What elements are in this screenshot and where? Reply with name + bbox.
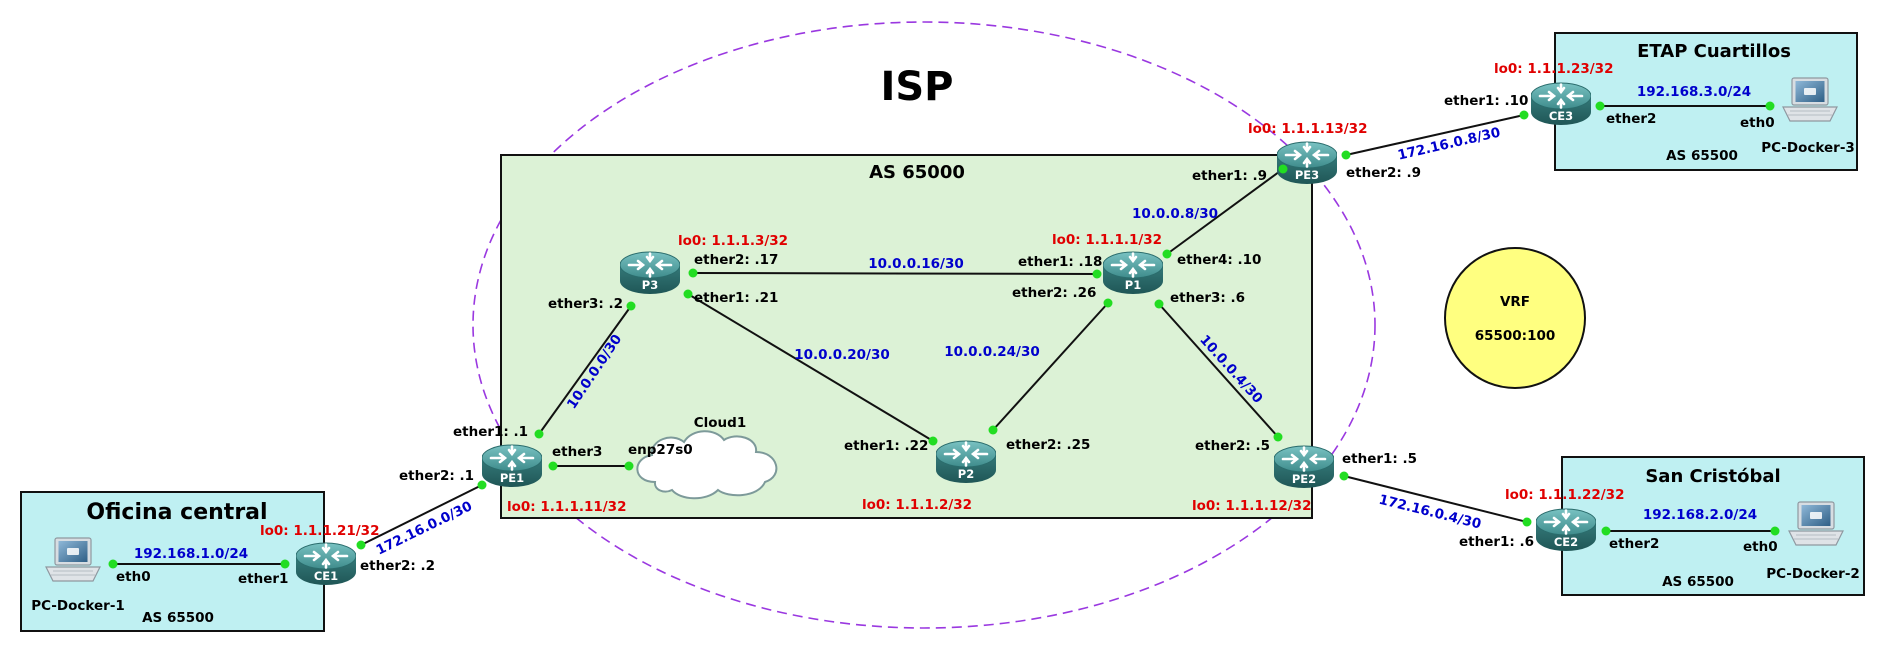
cloud-icon (636, 430, 778, 500)
router-name: CE3 (1549, 109, 1573, 123)
router-pe1[interactable]: PE1 (482, 444, 542, 488)
router-name: CE2 (1554, 535, 1578, 549)
if-cloud-enp27s0: enp27s0 (628, 442, 693, 458)
pc-docker-1[interactable]: PC-Docker-1 (31, 537, 125, 614)
router-ce1[interactable]: CE1 (296, 542, 356, 586)
if-pe2-ether1: ether1: .5 (1342, 451, 1417, 467)
link-pe1-p3 (538, 305, 632, 435)
if-ce2-ether2: ether2 (1609, 536, 1659, 552)
if-pc3-eth0: eth0 (1740, 115, 1775, 131)
link-pe2-ce2 (1343, 475, 1528, 523)
if-p3-ether2: ether2: .17 (694, 252, 778, 268)
router-name: PE1 (500, 471, 524, 485)
if-ce3-ether1: ether1: .10 (1444, 93, 1528, 109)
vrf-label: VRF (1500, 294, 1530, 310)
site-title-oficina: Oficina central (86, 500, 267, 525)
router-p2[interactable]: P2 (936, 440, 996, 484)
link-ce1-pe1 (360, 484, 483, 546)
if-pe3-ether1: ether1: .9 (1192, 168, 1267, 184)
net-p3-p2: 10.0.0.20/30 (794, 347, 889, 363)
net-oficina: 192.168.1.0/24 (134, 546, 248, 562)
if-p1-ether1: ether1: .18 (1018, 254, 1102, 270)
lo-p3: lo0: 1.1.1.3/32 (678, 233, 788, 249)
lo-p2: lo0: 1.1.1.2/32 (862, 497, 972, 513)
if-p1-ether2: ether2: .26 (1012, 285, 1096, 301)
if-ce2-ether1: ether1: .6 (1459, 534, 1534, 550)
link-pe3-ce3 (1345, 114, 1525, 156)
router-ce3[interactable]: CE3 (1531, 82, 1591, 126)
lo-pe2: lo0: 1.1.1.12/32 (1192, 498, 1311, 514)
pc-docker-3[interactable]: PC-Docker-3 (1761, 77, 1855, 156)
lo-pe1: lo0: 1.1.1.11/32 (507, 499, 626, 515)
cloud1[interactable]: Cloud1 (636, 415, 778, 500)
isp-title: ISP (880, 64, 953, 110)
if-p3-ether3: ether3: .2 (548, 296, 623, 312)
router-p1[interactable]: P1 (1103, 251, 1163, 295)
router-name: P3 (642, 278, 658, 292)
cloud-name: Cloud1 (694, 415, 746, 431)
if-ce1-ether2: ether2: .2 (360, 558, 435, 574)
if-pc1-eth0: eth0 (116, 569, 151, 585)
site-as-sancristobal: AS 65500 (1662, 574, 1734, 590)
pc-name: PC-Docker-2 (1766, 566, 1860, 582)
if-p1-ether4: ether4: .10 (1177, 252, 1261, 268)
links (113, 105, 1775, 565)
lo-ce2: lo0: 1.1.1.22/32 (1505, 487, 1624, 503)
if-p3-ether1: ether1: .21 (694, 290, 778, 306)
if-pe2-ether2: ether2: .5 (1195, 438, 1270, 454)
pc-docker-2[interactable]: PC-Docker-2 (1766, 501, 1860, 582)
net-p3-p1: 10.0.0.16/30 (868, 256, 963, 272)
pc-name: PC-Docker-1 (31, 598, 125, 614)
pc-name: PC-Docker-3 (1761, 140, 1855, 156)
lo-ce3: lo0: 1.1.1.23/32 (1494, 61, 1613, 77)
router-name: CE1 (314, 569, 338, 583)
lo-pe3: lo0: 1.1.1.13/32 (1248, 121, 1367, 137)
router-name: P2 (958, 467, 974, 481)
lo-ce1: lo0: 1.1.1.21/32 (260, 523, 379, 539)
link-p2-p1 (992, 302, 1109, 431)
link-p3-p1 (692, 272, 1098, 275)
site-title-sancristobal: San Cristóbal (1645, 466, 1780, 487)
link-p1-pe2 (1158, 303, 1279, 438)
site-as-oficina: AS 65500 (142, 610, 214, 626)
router-ce2[interactable]: CE2 (1536, 508, 1596, 552)
router-pe2[interactable]: PE2 (1274, 445, 1334, 489)
link-p1-pe3 (1166, 168, 1284, 255)
if-pe1-ether3: ether3 (552, 444, 602, 460)
if-pc2-eth0: eth0 (1743, 539, 1778, 555)
site-title-etap: ETAP Cuartillos (1637, 41, 1791, 62)
router-name: PE2 (1292, 472, 1316, 486)
core-as-box (500, 154, 1313, 519)
if-p2-ether1: ether1: .22 (844, 438, 928, 454)
net-ce1-pe1: 172.16.0.0/30 (374, 498, 475, 558)
net-sancristobal: 192.168.2.0/24 (1643, 507, 1757, 523)
site-as-etap: AS 65500 (1666, 148, 1738, 164)
if-ce1-ether1: ether1 (238, 571, 288, 587)
router-pe3[interactable]: PE3 (1277, 141, 1337, 185)
if-p2-ether2: ether2: .25 (1006, 437, 1090, 453)
link-p3-p2 (687, 293, 934, 442)
router-p3[interactable]: P3 (620, 251, 680, 295)
if-pe1-ether2: ether2: .1 (399, 468, 474, 484)
router-name: P1 (1125, 278, 1141, 292)
core-as-label: AS 65000 (869, 162, 965, 183)
net-p2-p1: 10.0.0.24/30 (944, 344, 1039, 360)
interface-dots (108, 101, 1780, 569)
vrf-badge (1444, 247, 1586, 389)
router-name: PE3 (1295, 168, 1319, 182)
net-pe3-ce3: 172.16.0.8/30 (1396, 125, 1502, 164)
isp-boundary (472, 21, 1376, 629)
net-etap: 192.168.3.0/24 (1637, 84, 1751, 100)
if-pe1-ether1: ether1: .1 (453, 424, 528, 440)
if-p1-ether3: ether3: .6 (1170, 290, 1245, 306)
vrf-value: 65500:100 (1475, 328, 1556, 344)
lo-p1: lo0: 1.1.1.1/32 (1052, 232, 1162, 248)
if-ce3-ether2: ether2 (1606, 111, 1656, 127)
if-pe3-ether2: ether2: .9 (1346, 165, 1421, 181)
net-p1-pe3: 10.0.0.8/30 (1132, 206, 1218, 222)
